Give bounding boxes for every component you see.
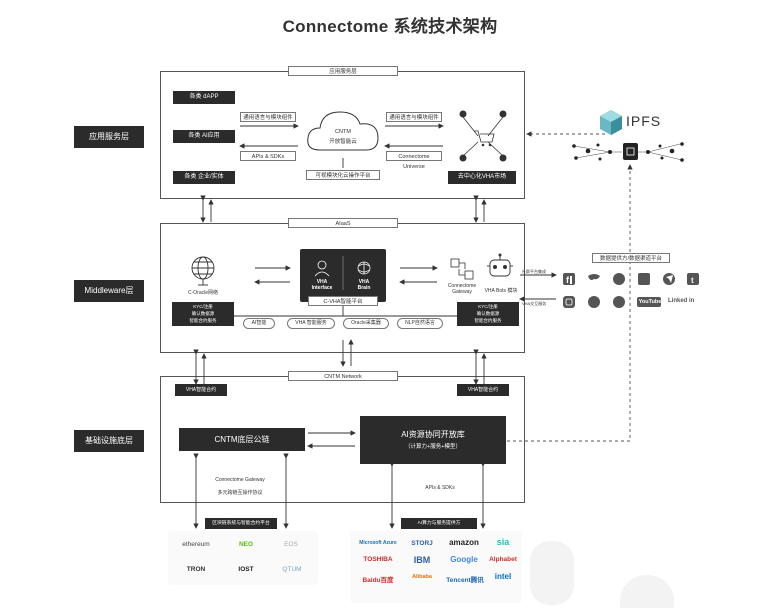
social-tag: 数据提供方/数据渠道平台 bbox=[592, 253, 670, 263]
app-frame-tag: 应用服务层 bbox=[288, 66, 398, 76]
vha-brain-label: VHA Brain bbox=[346, 279, 382, 291]
kyc-right-line1: KYC/注册 bbox=[478, 304, 498, 309]
layer-label-infra: 基础设施底层 bbox=[74, 430, 144, 452]
logo-neo: NEO bbox=[238, 541, 254, 548]
gateway-label-line2: Gateway bbox=[452, 289, 472, 295]
chain-platform-tag: 区块链系统与智能合约平台 bbox=[205, 518, 277, 529]
vha-brain-line1: VHA bbox=[358, 279, 370, 285]
kyc-left-line2: 确认数据源 bbox=[191, 311, 215, 316]
ai-logos-panel bbox=[350, 531, 522, 603]
layer-label-middleware: Middleware层 bbox=[74, 280, 144, 302]
logo-alibaba: Alibaba bbox=[412, 574, 432, 580]
vha-platform-label: C-VHA智能平台 bbox=[308, 296, 378, 306]
logo-amazon: amazon bbox=[449, 538, 479, 547]
layer-label-app: 应用服务层 bbox=[74, 126, 144, 148]
ipfs-label: IPFS bbox=[626, 113, 662, 129]
infra-frame-tag: CNTM Network bbox=[288, 371, 398, 381]
logo-storj: STORJ bbox=[411, 540, 433, 547]
logo-tencent: Tencent腾讯 bbox=[446, 577, 484, 584]
api-label-bottom: APIs & SDKs bbox=[240, 151, 296, 161]
logo-ibm: IBM bbox=[413, 555, 431, 565]
decorative-shape-2 bbox=[620, 575, 674, 608]
logo-eos: EOS bbox=[284, 541, 298, 548]
vha-interface-line1: VHA bbox=[316, 279, 328, 285]
logo-sia: sia bbox=[496, 537, 510, 547]
kyc-right-line2: 确认数据源 bbox=[476, 311, 500, 316]
logo-alphabet: Alphabet bbox=[489, 556, 517, 563]
linkedin-label: Linked in bbox=[668, 298, 695, 304]
vha-interface-label: VHA Interface bbox=[304, 279, 340, 291]
oracle-network-label: C-Oracle网络 bbox=[187, 290, 218, 296]
kyc-box-right: KYC/注册 确认数据源 智能合约服务 bbox=[457, 302, 519, 326]
cu-label-top: 通用语言与模块组件 bbox=[386, 112, 442, 122]
pill-oracle: Oracle采集器 bbox=[343, 318, 389, 329]
infra-gateway-line2: 多元跨链互操作协议 bbox=[217, 490, 263, 496]
gateway-label: Connectome Gateway bbox=[440, 283, 484, 295]
vha-interaction-label: VHA交互服务 bbox=[522, 301, 547, 306]
logo-google: Google bbox=[450, 555, 478, 564]
logo-baidu: Baidu百度 bbox=[362, 577, 394, 584]
youtube-label: YouTube bbox=[638, 299, 662, 305]
logo-intel: intel bbox=[494, 572, 512, 581]
infra-gateway-line1: Connectome Gateway bbox=[215, 477, 265, 483]
infra-apis-label: APIs & SDKs bbox=[425, 485, 455, 491]
ai-library-line2: （计算力+服务+模型） bbox=[405, 444, 461, 450]
ai-library-line1: AI资源协同开放库 bbox=[401, 430, 465, 439]
kyc-box-left: KYC/注册 确认数据源 智能合约服务 bbox=[172, 302, 234, 326]
cu-label-bottom: Connectome Universe bbox=[386, 151, 442, 170]
logo-tron: TRON bbox=[186, 566, 206, 573]
vha-bots-label: VHA Bots 模块 bbox=[484, 288, 518, 294]
ai-provider-tag: AI算力与服务提供方 bbox=[401, 518, 477, 529]
logo-azure: Microsoft Azure bbox=[359, 540, 397, 546]
pill-vha-service: VHA 智能服务 bbox=[287, 318, 335, 329]
kyc-left-line1: KYC/注册 bbox=[193, 304, 213, 309]
cloud-caption: 可视模块化云操作平台 bbox=[306, 170, 380, 180]
middleware-frame-tag: AIaaS bbox=[288, 218, 398, 228]
ai-apps-box: 各类 AI应用 bbox=[173, 130, 235, 143]
vha-interface-line2: Interface bbox=[311, 285, 333, 291]
vha-contract-right: VHA智能合约 bbox=[457, 384, 509, 396]
cntm-chain-box: CNTM底层公链 bbox=[179, 428, 305, 451]
gateway-label-line1: Connectome bbox=[447, 283, 477, 289]
ai-resource-library-box: AI资源协同开放库 （计算力+服务+模型） bbox=[360, 416, 506, 464]
kyc-left-line3: 智能合约服务 bbox=[189, 318, 217, 323]
vha-brain-line2: Brain bbox=[357, 285, 371, 291]
page-title: Connectome 系统技术架构 bbox=[282, 17, 498, 36]
logo-qtum: QTUM bbox=[282, 566, 302, 573]
enterprise-box: 各类 企业/实体 bbox=[173, 171, 235, 184]
logo-iost: IOST bbox=[238, 566, 254, 573]
kyc-right-line3: 智能合约服务 bbox=[474, 318, 502, 323]
dapp-box: 各类 dAPP bbox=[173, 91, 235, 104]
api-label-top: 通用语言与模块组件 bbox=[240, 112, 296, 122]
pill-ai: AI智能 bbox=[243, 318, 275, 329]
logo-toshiba: TOSHIBA bbox=[363, 556, 393, 563]
vha-platform-block bbox=[300, 249, 386, 302]
pill-nlp: NLP自然语言 bbox=[397, 318, 443, 329]
chain-logos-panel bbox=[168, 531, 318, 585]
cloud-line2: 开放智能云 bbox=[329, 139, 357, 145]
vha-market-box: 去中心化VHA市场 bbox=[448, 171, 516, 184]
logo-ethereum: ethereum bbox=[182, 541, 210, 548]
vha-contract-left: VHA智能合约 bbox=[175, 384, 227, 396]
social-integration-label: 社群平台集成 bbox=[522, 269, 546, 274]
cloud-line1: CNTM bbox=[335, 129, 351, 135]
decorative-shape bbox=[530, 541, 574, 605]
